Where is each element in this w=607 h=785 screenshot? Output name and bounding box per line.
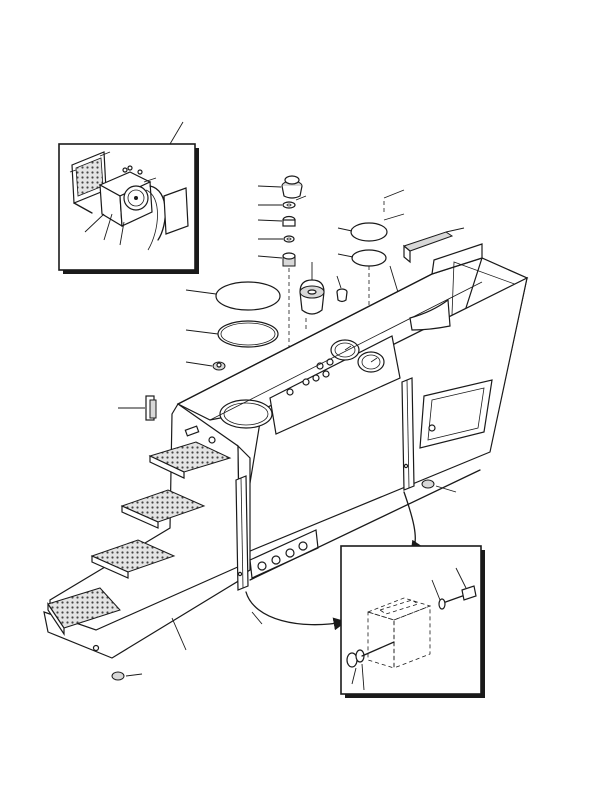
- gauge-left: [330, 339, 360, 361]
- support-post-right: [401, 377, 415, 491]
- gauge-right: [357, 351, 385, 373]
- gasket-right-lower: [337, 249, 387, 267]
- gasket-ring-upper: [185, 281, 281, 311]
- nut-left: [346, 641, 395, 668]
- stair-tread-2: [120, 489, 206, 529]
- gasket-right-upper: [337, 222, 388, 242]
- lower-control-panel: [249, 469, 481, 581]
- support-post-left: [235, 475, 249, 591]
- inset-callout-leader: [169, 121, 184, 145]
- leader-line: [84, 213, 105, 233]
- stair-tread-4: [47, 587, 121, 636]
- detail-arrow-left: [245, 591, 347, 631]
- sending-unit: [299, 262, 325, 330]
- operator-console-body: [176, 243, 529, 557]
- detail-arrow-right: [403, 491, 424, 555]
- leader-line: [119, 221, 125, 246]
- gasket-ring-lower: [185, 320, 279, 348]
- radiator-detail-inset: [58, 143, 199, 274]
- foot-mount-right: [421, 479, 457, 493]
- indicator-knobs: [286, 358, 334, 396]
- foot-mount-left: [111, 671, 143, 681]
- cover-plate: [402, 227, 465, 264]
- mount-bracket-left: [118, 395, 157, 421]
- leader-line: [171, 617, 187, 651]
- stair-tread-3: [90, 539, 176, 579]
- bolt-right: [438, 585, 477, 610]
- fitting-left: [185, 361, 226, 371]
- filler-cap-stack: [257, 175, 307, 390]
- stair-tread-1: [148, 441, 232, 479]
- fan-shroud: [98, 171, 153, 228]
- cup-fitting: [336, 275, 348, 303]
- post-mount-detail-inset: [340, 545, 485, 698]
- leader-line: [103, 213, 113, 241]
- stair-assembly: [43, 403, 251, 659]
